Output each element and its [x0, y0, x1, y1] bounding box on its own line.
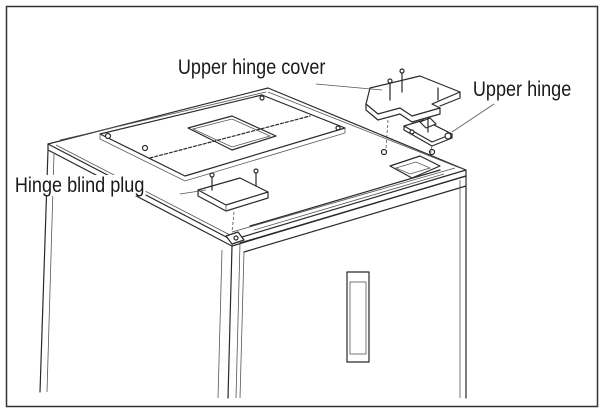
- label-upper-hinge-cover: Upper hinge cover: [177, 56, 327, 79]
- top-plate-ribbed-strip: [149, 115, 311, 159]
- upper-hinge-part: [385, 117, 453, 157]
- top-plate-panel: [187, 115, 277, 151]
- leader-upper-hinge-cover: [315, 83, 383, 91]
- cabinet-front-left-edge: [227, 245, 233, 399]
- upper-hinge-cover-part: [365, 68, 461, 123]
- hinge-mount: [389, 155, 441, 179]
- hinge-blind-plug-part: [197, 168, 269, 233]
- refrigerator-cabinet: [39, 87, 467, 399]
- label-hinge-blind-plug: Hinge blind plug: [14, 174, 146, 197]
- fridge-door-top: [239, 175, 467, 244]
- leader-upper-hinge: [451, 103, 495, 133]
- door-handle: [346, 271, 370, 363]
- label-upper-hinge: Upper hinge: [472, 78, 573, 101]
- leader-hinge-blind-plug: [179, 189, 207, 195]
